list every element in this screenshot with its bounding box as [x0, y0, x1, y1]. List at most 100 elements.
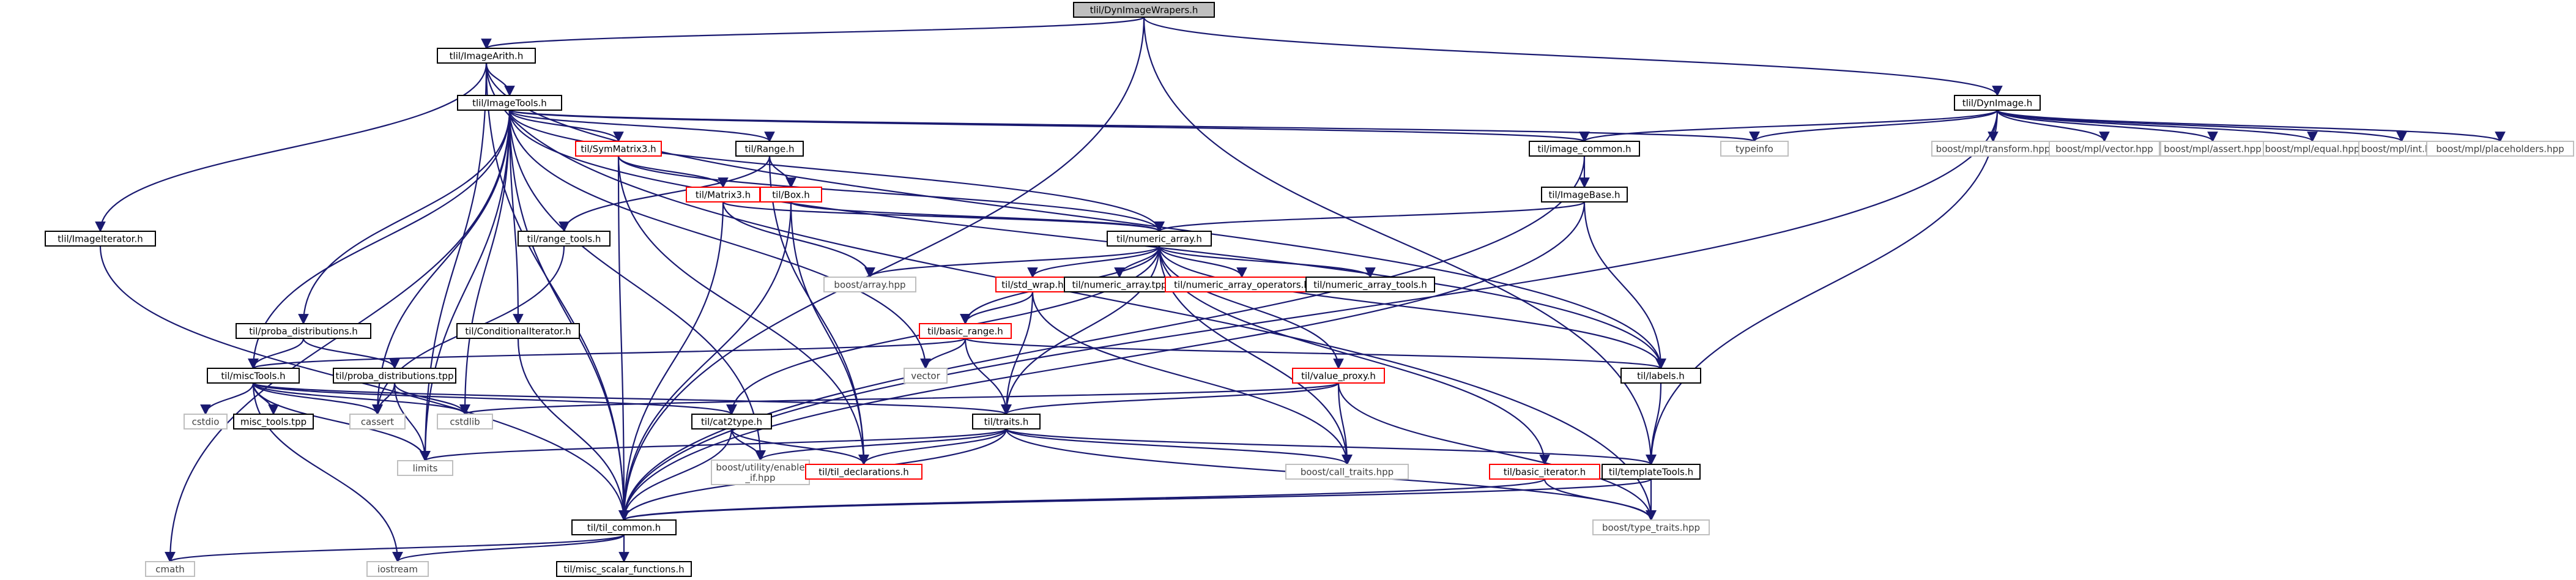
node-box-mplVector[interactable] — [2049, 141, 2160, 157]
node-box-numArrayTpp[interactable] — [1064, 277, 1175, 292]
node-mplVector[interactable]: boost/mpl/vector.hpp — [2049, 141, 2160, 157]
node-box-mplTransform[interactable] — [1931, 141, 2055, 157]
node-probaDist[interactable]: til/proba_distributions.h — [236, 323, 371, 339]
node-imageTools[interactable]: tlil/ImageTools.h — [457, 95, 562, 111]
node-enableIf[interactable]: boost/utility/enable_if.hpp — [711, 459, 810, 485]
node-box-stdWrap[interactable] — [995, 277, 1070, 292]
node-box-mplEqual[interactable] — [2263, 141, 2362, 157]
node-box-tilCommon[interactable] — [571, 519, 677, 535]
node-box-templateTools[interactable] — [1602, 464, 1701, 480]
node-cstdio[interactable]: cstdio — [184, 414, 228, 429]
node-label-rangeTools: til/range_tools.h — [527, 234, 601, 245]
node-box-matrix3[interactable] — [686, 187, 760, 203]
node-numArrayTools[interactable]: til/numeric_array_tools.h — [1305, 277, 1435, 292]
node-box-mplPlace[interactable] — [2426, 141, 2574, 157]
node-mplAssert[interactable]: boost/mpl/assert.hpp — [2160, 141, 2265, 157]
node-cmath[interactable]: cmath — [145, 561, 195, 577]
node-box-dynImage[interactable] — [1954, 95, 2041, 111]
node-box-callTraits[interactable] — [1285, 464, 1409, 480]
node-box-numArray[interactable] — [1107, 231, 1212, 247]
node-boostArray[interactable]: boost/array.hpp — [823, 277, 916, 292]
node-iostream[interactable]: iostream — [366, 561, 429, 577]
node-box-cstdio[interactable] — [184, 414, 228, 429]
node-miscToolsTpp[interactable]: misc_tools.tpp — [233, 414, 314, 429]
node-imageBase[interactable]: til/ImageBase.h — [1541, 187, 1628, 203]
node-box-root[interactable] — [1073, 2, 1215, 18]
node-box-traitsH[interactable] — [972, 414, 1041, 429]
node-box-vectorH[interactable] — [904, 368, 948, 384]
node-box-condIter[interactable] — [456, 323, 580, 339]
node-numArrayTpp[interactable]: til/numeric_array.tpp — [1064, 277, 1175, 292]
node-matrix3[interactable]: til/Matrix3.h — [686, 187, 760, 203]
node-box-miscToolsTpp[interactable] — [233, 414, 314, 429]
node-vectorH[interactable]: vector — [904, 368, 948, 384]
node-tilDecl[interactable]: til/til_declarations.h — [805, 464, 922, 480]
node-box-cstdlib[interactable] — [437, 414, 493, 429]
node-box-basicIter[interactable] — [1489, 464, 1600, 480]
node-box-typeinfo[interactable] — [1720, 141, 1789, 157]
node-box-cmath[interactable] — [145, 561, 195, 577]
node-stdWrap[interactable]: til/std_wrap.h — [995, 277, 1070, 292]
node-typeinfo[interactable]: typeinfo — [1720, 141, 1789, 157]
node-cstdlib[interactable]: cstdlib — [437, 414, 493, 429]
node-box-numArrayTools[interactable] — [1305, 277, 1435, 292]
node-box-tilDecl[interactable] — [805, 464, 922, 480]
node-traitsH[interactable]: til/traits.h — [972, 414, 1041, 429]
node-valueProxy[interactable]: til/value_proxy.h — [1292, 368, 1385, 384]
dependency-edge-probaDist-to-probaTpp — [302, 338, 400, 370]
node-templateTools[interactable]: til/templateTools.h — [1602, 464, 1701, 480]
node-tilCommon[interactable]: til/til_common.h — [571, 519, 677, 535]
node-box-imageIterator[interactable] — [45, 231, 156, 247]
node-box-symMatrix3[interactable] — [575, 141, 662, 157]
node-box-basicRange[interactable] — [919, 323, 1012, 339]
node-mplEqual[interactable]: boost/mpl/equal.hpp — [2263, 141, 2362, 157]
node-label-tilCommon: til/til_common.h — [587, 522, 661, 534]
node-imageCommon[interactable]: til/image_common.h — [1529, 141, 1640, 157]
node-imageIterator[interactable]: tlil/ImageIterator.h — [45, 231, 156, 247]
node-rangeH[interactable]: til/Range.h — [735, 141, 804, 157]
node-box-probaDist[interactable] — [236, 323, 371, 339]
node-typeTraits[interactable]: boost/type_traits.hpp — [1592, 519, 1710, 535]
node-box-typeTraits[interactable] — [1592, 519, 1710, 535]
node-numArray[interactable]: til/numeric_array.h — [1107, 231, 1212, 247]
node-box-miscScalar[interactable] — [556, 561, 692, 577]
node-mplTransform[interactable]: boost/mpl/transform.hpp — [1931, 141, 2055, 157]
node-box-rangeTools[interactable] — [518, 231, 611, 247]
node-box-limits[interactable] — [397, 460, 453, 476]
node-condIter[interactable]: til/ConditionalIterator.h — [456, 323, 580, 339]
node-box-rangeH[interactable] — [735, 141, 804, 157]
node-numArrayOps[interactable]: til/numeric_array_operators.h — [1165, 277, 1319, 292]
node-mplPlace[interactable]: boost/mpl/placeholders.hpp — [2426, 141, 2574, 157]
node-labelsH[interactable]: til/labels.h — [1620, 368, 1701, 384]
node-box-imageBase[interactable] — [1541, 187, 1628, 203]
node-cassert[interactable]: cassert — [349, 414, 406, 429]
node-probaTpp[interactable]: til/proba_distributions.tpp — [333, 368, 456, 384]
node-box-cassert[interactable] — [349, 414, 406, 429]
node-miscScalar[interactable]: til/misc_scalar_functions.h — [556, 561, 692, 577]
node-rangeTools[interactable]: til/range_tools.h — [518, 231, 611, 247]
node-root[interactable]: tlil/DynImageWrapers.h — [1073, 2, 1215, 18]
node-box-labelsH[interactable] — [1620, 368, 1701, 384]
node-cat2type[interactable]: til/cat2type.h — [691, 414, 772, 429]
node-box-imageTools[interactable] — [457, 95, 562, 111]
node-basicIter[interactable]: til/basic_iterator.h — [1489, 464, 1600, 480]
node-callTraits[interactable]: boost/call_traits.hpp — [1285, 464, 1409, 480]
node-box-enableIf[interactable] — [711, 459, 810, 485]
node-box-boostArray[interactable] — [823, 277, 916, 292]
node-dynImage[interactable]: tlil/DynImage.h — [1954, 95, 2041, 111]
node-basicRange[interactable]: til/basic_range.h — [919, 323, 1012, 339]
node-box-probaTpp[interactable] — [333, 368, 456, 384]
node-limits[interactable]: limits — [397, 460, 453, 476]
node-miscTools[interactable]: til/miscTools.h — [207, 368, 300, 384]
node-imageArith[interactable]: tlil/ImageArith.h — [437, 48, 536, 64]
node-box-imageCommon[interactable] — [1529, 141, 1640, 157]
node-box-valueProxy[interactable] — [1292, 368, 1385, 384]
node-box-miscTools[interactable] — [207, 368, 300, 384]
node-boxH[interactable]: til/Box.h — [760, 187, 822, 203]
node-symMatrix3[interactable]: til/SymMatrix3.h — [575, 141, 662, 157]
dependency-edge-dynImage-to-imageCommon — [1579, 109, 1999, 143]
node-box-iostream[interactable] — [366, 561, 429, 577]
node-box-boxH[interactable] — [760, 187, 822, 203]
node-box-cat2type[interactable] — [691, 414, 772, 429]
node-box-imageArith[interactable] — [437, 48, 536, 64]
